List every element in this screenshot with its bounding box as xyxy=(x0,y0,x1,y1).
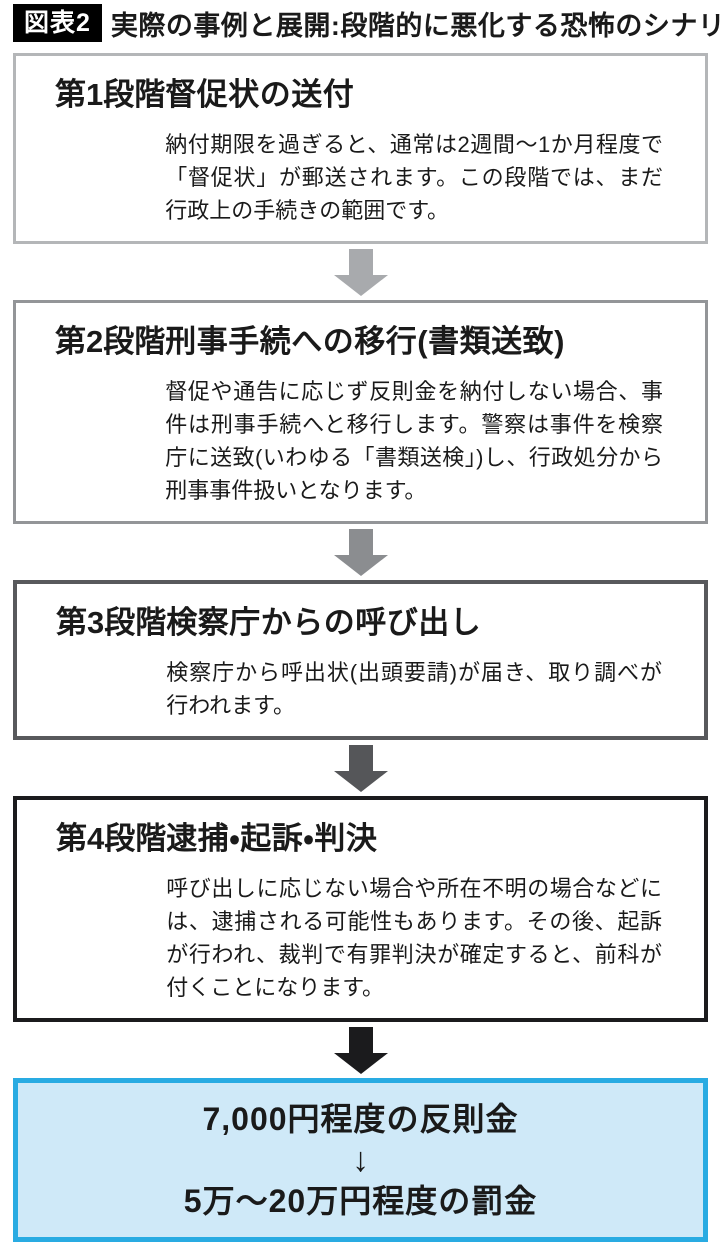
arrow-stem xyxy=(348,1026,373,1053)
stage-1-content: 督促状の送付 納付期限を過ぎると、通常は2週間〜1か月程度で「督促状」が郵送され… xyxy=(165,73,663,227)
stage-2-description: 督促や通告に応じず反則金を納付しない場合、事件は刑事手続へと移行します。警察は事… xyxy=(165,379,663,503)
figure-number-badge: 図表2 xyxy=(13,4,102,42)
figure-title: 実際の事例と展開:段階的に悪化する恐怖のシナリオ xyxy=(110,10,720,41)
result-before-amount: 7,000円程度の反則金 xyxy=(202,1101,519,1137)
arrow-wrap-3 xyxy=(13,740,708,796)
stage-2-box: 第2段階 刑事手続への移行(書類送致) 督促や通告に応じず反則金を納付しない場合… xyxy=(13,300,708,524)
stage-3-title: 検察庁からの呼び出し xyxy=(166,605,482,640)
stage-3-content: 検察庁からの呼び出し 検察庁から呼出状(出頭要請)が届き、取り調べが行われます。 xyxy=(166,601,662,722)
down-block-arrow-icon xyxy=(333,248,388,296)
down-block-arrow-icon xyxy=(333,528,388,576)
result-after-amount: 5万〜20万円程度の罰金 xyxy=(183,1183,538,1219)
arrow-stem xyxy=(348,744,373,771)
result-box: 7,000円程度の反則金 ↓ 5万〜20万円程度の罰金 xyxy=(13,1078,708,1242)
stage-1-box: 第1段階 督促状の送付 納付期限を過ぎると、通常は2週間〜1か月程度で「督促状」… xyxy=(13,53,708,244)
down-block-arrow-icon xyxy=(333,744,388,792)
down-block-arrow-icon xyxy=(333,1026,388,1074)
stage-3-label: 第3段階 xyxy=(56,605,167,640)
stage-4-box: 第4段階 逮捕・起訴・判決 呼び出しに応じない場合や所在不明の場合などには、逮捕… xyxy=(13,796,708,1022)
stage-4-description: 呼び出しに応じない場合や所在不明の場合などには、逮捕される可能性もあります。その… xyxy=(166,876,662,1000)
arrow-wrap-1 xyxy=(13,244,708,300)
arrow-head xyxy=(333,1052,388,1074)
arrow-stem xyxy=(348,528,373,555)
stage-2-content: 刑事手続への移行(書類送致) 督促や通告に応じず反則金を納付しない場合、事件は刑… xyxy=(165,320,663,507)
figure-page: 図表2 実際の事例と展開:段階的に悪化する恐怖のシナリオ 第1段階 督促状の送付… xyxy=(13,4,720,1242)
stage-4-label: 第4段階 xyxy=(56,821,167,856)
stage-1-title: 督促状の送付 xyxy=(165,77,355,112)
stage-2-title: 刑事手続への移行(書類送致) xyxy=(165,324,565,359)
arrow-wrap-2 xyxy=(13,524,708,580)
stage-2-label: 第2段階 xyxy=(55,324,166,359)
figure-header: 図表2 実際の事例と展開:段階的に悪化する恐怖のシナリオ xyxy=(13,4,720,42)
stage-1-description: 納付期限を過ぎると、通常は2週間〜1か月程度で「督促状」が郵送されます。この段階… xyxy=(165,132,663,223)
arrow-head xyxy=(333,274,388,296)
arrow-head xyxy=(333,554,388,576)
arrow-head xyxy=(333,770,388,792)
stage-1-label: 第1段階 xyxy=(55,77,166,112)
stage-3-description: 検察庁から呼出状(出頭要請)が届き、取り調べが行われます。 xyxy=(166,660,662,718)
arrow-wrap-4 xyxy=(13,1022,708,1078)
down-arrow-icon: ↓ xyxy=(352,1141,369,1179)
stage-4-title: 逮捕・起訴・判決 xyxy=(166,821,378,856)
arrow-stem xyxy=(348,248,373,275)
stage-4-content: 逮捕・起訴・判決 呼び出しに応じない場合や所在不明の場合などには、逮捕される可能… xyxy=(166,817,662,1004)
stage-3-box: 第3段階 検察庁からの呼び出し 検察庁から呼出状(出頭要請)が届き、取り調べが行… xyxy=(13,580,708,740)
